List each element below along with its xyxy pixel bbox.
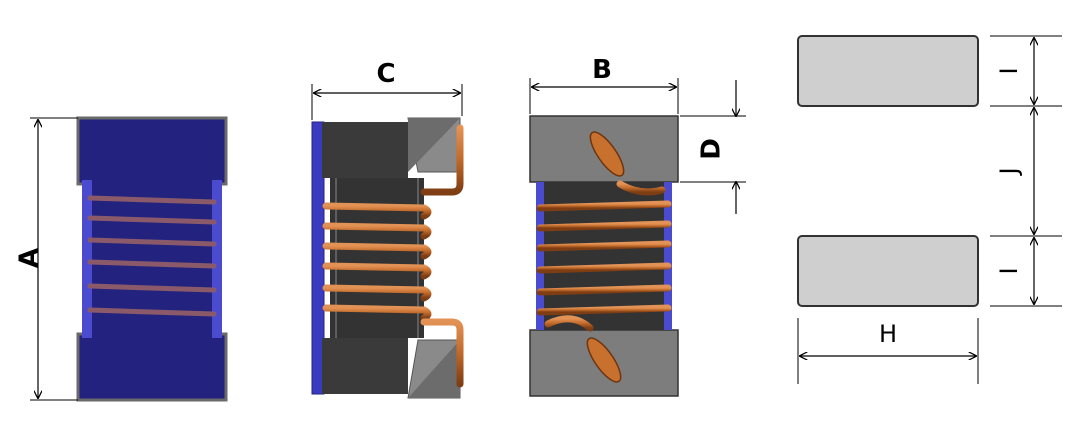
dimension-c-label: C bbox=[376, 59, 395, 89]
side-top-flange bbox=[322, 122, 408, 178]
side-top-lead bbox=[420, 124, 464, 196]
dimension-i-top-label: I bbox=[995, 67, 1023, 74]
side-bottom-lead bbox=[420, 318, 464, 388]
land-top-pad bbox=[797, 35, 979, 107]
side-view: C bbox=[311, 59, 464, 399]
dimension-a-label: A bbox=[15, 248, 45, 268]
front-windings bbox=[87, 195, 217, 317]
end-windings bbox=[536, 200, 672, 316]
top-flange bbox=[76, 116, 228, 186]
side-bottom-flange bbox=[322, 338, 408, 394]
dimension-b-label: B bbox=[592, 55, 612, 85]
land-pattern: I J I H bbox=[797, 35, 1062, 384]
side-windings bbox=[322, 202, 432, 322]
dimension-j-label: J bbox=[995, 167, 1023, 176]
end-view: B D bbox=[529, 55, 746, 397]
front-view: A bbox=[15, 116, 228, 402]
end-lead-tabs bbox=[544, 131, 666, 383]
dimension-h-label: H bbox=[879, 320, 897, 348]
side-back-plate bbox=[311, 121, 325, 395]
dimension-d-label: D bbox=[697, 138, 727, 160]
dimension-i-bottom-label: I bbox=[995, 267, 1023, 274]
side-core bbox=[330, 178, 424, 338]
land-bottom-pad bbox=[797, 235, 979, 307]
bottom-flange bbox=[76, 332, 228, 402]
